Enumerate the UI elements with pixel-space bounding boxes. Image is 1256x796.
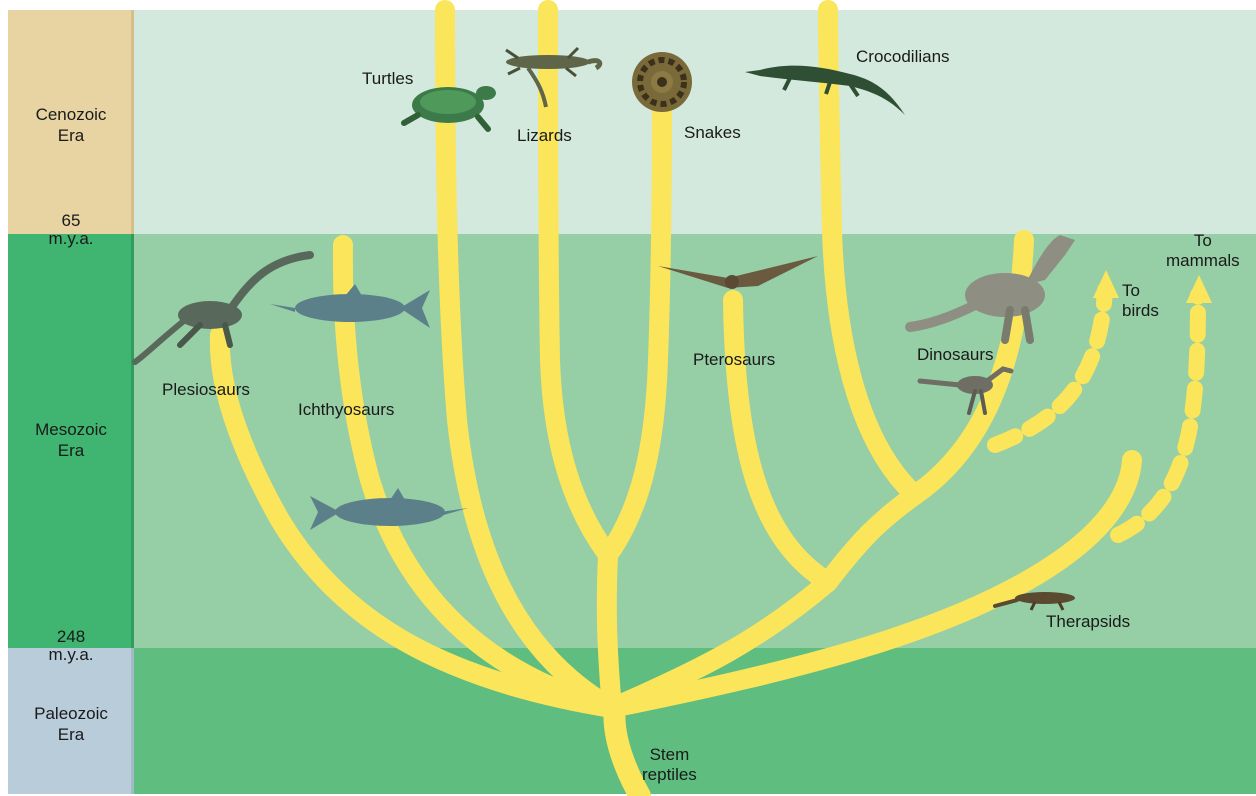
dinosaurs-label: Dinosaurs (917, 345, 994, 365)
turtles-label: Turtles (362, 69, 413, 89)
pterosaurs-label: Pterosaurs (693, 350, 775, 370)
tyrannosaur-illustration (910, 235, 1075, 340)
cenozoic-era-label: Cenozoic Era (8, 104, 134, 146)
birds-arrowhead (1093, 270, 1119, 298)
crocodilian-dino-branch (828, 495, 915, 582)
pterosaur-illustration (658, 256, 818, 289)
to-birds-label: To birds (1122, 281, 1159, 321)
pterosaur-branch (733, 300, 828, 582)
trunk-branch (614, 705, 640, 796)
crocodilians-label: Crocodilians (856, 47, 950, 67)
paleozoic-era-label: Paleozoic Era (8, 703, 134, 745)
ichthyosaur-bottom-illustration (310, 488, 468, 530)
plesiosaurs-label: Plesiosaurs (162, 380, 250, 400)
mammals-arrowhead (1186, 275, 1212, 303)
ichthyosaur-top-illustration (270, 284, 430, 328)
snakes-label: Snakes (684, 123, 741, 143)
stem-reptiles-label: Stem reptiles (642, 745, 697, 785)
time-marker-65: 65 m.y.a. (8, 212, 134, 248)
therapsids-label: Therapsids (1046, 612, 1130, 632)
lizards-label: Lizards (517, 126, 572, 146)
to-mammals-label: To mammals (1166, 231, 1240, 271)
time-marker-248: 248 m.y.a. (8, 628, 134, 664)
snake-branch (608, 95, 662, 555)
snake-illustration (632, 52, 692, 112)
squamate-stem-branch (607, 555, 612, 708)
ichthyosaurs-label: Ichthyosaurs (298, 400, 394, 420)
turtle-illustration (404, 86, 496, 129)
mesozoic-era-label: Mesozoic Era (8, 419, 134, 461)
lizard-branch (548, 10, 608, 555)
